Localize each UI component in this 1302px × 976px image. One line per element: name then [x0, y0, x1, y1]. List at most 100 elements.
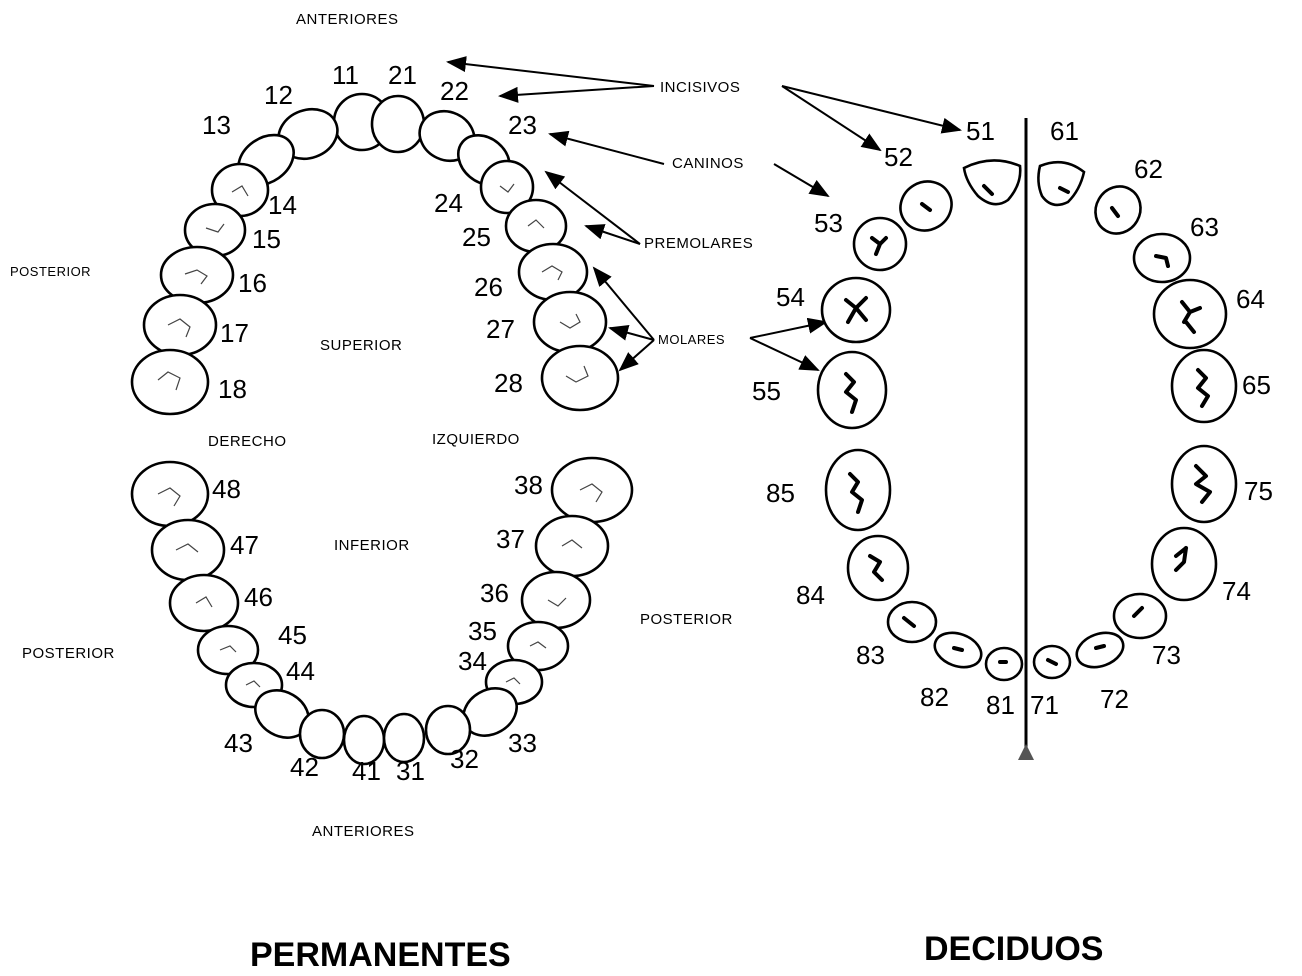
- tooth-51: [962, 159, 1022, 206]
- label-16: 16: [238, 268, 267, 298]
- incisivos-label: INCISIVOS: [660, 79, 740, 96]
- label-71: 71: [1030, 690, 1059, 720]
- tooth-42: [298, 708, 346, 760]
- tooth-73: [1112, 592, 1168, 640]
- label-47: 47: [230, 530, 259, 560]
- caninos-label: CANINOS: [672, 155, 744, 172]
- label-25: 25: [462, 222, 491, 252]
- arrow-molares-54: [749, 317, 828, 339]
- tooth-37: [534, 514, 610, 578]
- tooth-18: [130, 348, 210, 416]
- label-55: 55: [752, 376, 781, 406]
- label-75: 75: [1244, 476, 1273, 506]
- anteriores-bottom-label: ANTERIORES: [312, 823, 415, 840]
- arrow-premolares-25: [584, 224, 641, 245]
- title-deciduos: DECIDUOS: [924, 930, 1103, 968]
- label-31: 31: [396, 756, 425, 786]
- label-24: 24: [434, 188, 463, 218]
- label-53: 53: [814, 208, 843, 238]
- label-17: 17: [220, 318, 249, 348]
- tooth-85: [824, 448, 892, 532]
- tooth-28: [540, 344, 620, 412]
- posterior-right-label: POSTERIOR: [640, 611, 733, 628]
- tooth-38: [550, 456, 634, 524]
- superior-label: SUPERIOR: [320, 337, 402, 354]
- premolares-label: PREMOLARES: [644, 235, 753, 252]
- anteriores-top-label: ANTERIORES: [296, 11, 399, 28]
- label-48: 48: [212, 474, 241, 504]
- tooth-24: [479, 159, 535, 215]
- label-36: 36: [480, 578, 509, 608]
- label-26: 26: [474, 272, 503, 302]
- tooth-46: [168, 573, 240, 633]
- arrow-premolares-24: [544, 170, 641, 245]
- label-21: 21: [388, 60, 417, 90]
- label-13: 13: [202, 110, 231, 140]
- label-27: 27: [486, 314, 515, 344]
- label-74: 74: [1222, 576, 1251, 606]
- molares-label: MOLARES: [658, 332, 725, 347]
- tooth-31: [382, 712, 426, 764]
- tooth-17: [142, 293, 218, 357]
- arrow-incisivos-11: [446, 56, 655, 87]
- label-41: 41: [352, 756, 381, 786]
- label-62: 62: [1134, 154, 1163, 184]
- label-61: 61: [1050, 116, 1079, 146]
- label-83: 83: [856, 640, 885, 670]
- label-85: 85: [766, 478, 795, 508]
- tooth-75: [1170, 444, 1238, 524]
- permanent-arch: 11 21 12 22 13 23 14 24 15 25 16 26 17 2…: [130, 60, 634, 786]
- label-46: 46: [244, 582, 273, 612]
- midline-base: [1018, 744, 1034, 760]
- arrow-caninos-53: [773, 163, 830, 198]
- region-labels: ANTERIORES ANTERIORES POSTERIOR POSTERIO…: [10, 11, 753, 840]
- label-32: 32: [450, 744, 479, 774]
- label-22: 22: [440, 76, 469, 106]
- label-44: 44: [286, 656, 315, 686]
- label-52: 52: [884, 142, 913, 172]
- permanent-tooth-numbers: 11 21 12 22 13 23 14 24 15 25 16 26 17 2…: [202, 60, 543, 786]
- tooth-62: [1094, 185, 1142, 235]
- tooth-47: [150, 518, 226, 582]
- izquierdo-label: IZQUIERDO: [432, 431, 520, 448]
- label-43: 43: [224, 728, 253, 758]
- title-permanentes: PERMANENTES: [250, 936, 511, 974]
- label-51: 51: [966, 116, 995, 146]
- label-18: 18: [218, 374, 247, 404]
- tooth-45: [196, 624, 260, 676]
- arrow-caninos-23: [548, 130, 665, 165]
- permanent-fissures: [157, 183, 603, 688]
- arrow-incisivos-22: [498, 85, 655, 103]
- label-84: 84: [796, 580, 825, 610]
- arrow-molares-26: [592, 266, 655, 341]
- deciduous-tooth-numbers: 51 61 52 62 53 63 54 64 55 65 85 75 84 7…: [752, 116, 1273, 720]
- label-33: 33: [508, 728, 537, 758]
- label-11: 11: [332, 60, 359, 90]
- deciduous-fissures: [844, 184, 1212, 666]
- tooth-72: [1075, 631, 1125, 669]
- label-45: 45: [278, 620, 307, 650]
- arrow-incisivos-51: [781, 85, 962, 134]
- tooth-65: [1170, 348, 1238, 424]
- label-34: 34: [458, 646, 487, 676]
- tooth-48: [130, 460, 210, 528]
- label-63: 63: [1190, 212, 1219, 242]
- deciduous-arch: 51 61 52 62 53 63 54 64 55 65 85 75 84 7…: [752, 116, 1273, 760]
- label-15: 15: [252, 224, 281, 254]
- label-65: 65: [1242, 370, 1271, 400]
- derecho-label: DERECHO: [208, 433, 287, 450]
- arrow-molares-27: [608, 325, 655, 341]
- label-28: 28: [494, 368, 523, 398]
- label-38: 38: [514, 470, 543, 500]
- posterior-lower-left-label: POSTERIOR: [22, 645, 115, 662]
- label-42: 42: [290, 752, 319, 782]
- label-12: 12: [264, 80, 293, 110]
- label-35: 35: [468, 616, 497, 646]
- label-72: 72: [1100, 684, 1129, 714]
- inferior-label: INFERIOR: [334, 537, 410, 554]
- label-37: 37: [496, 524, 525, 554]
- posterior-upper-left-label: POSTERIOR: [10, 264, 91, 279]
- tooth-61: [1037, 160, 1086, 207]
- tooth-32: [424, 704, 472, 756]
